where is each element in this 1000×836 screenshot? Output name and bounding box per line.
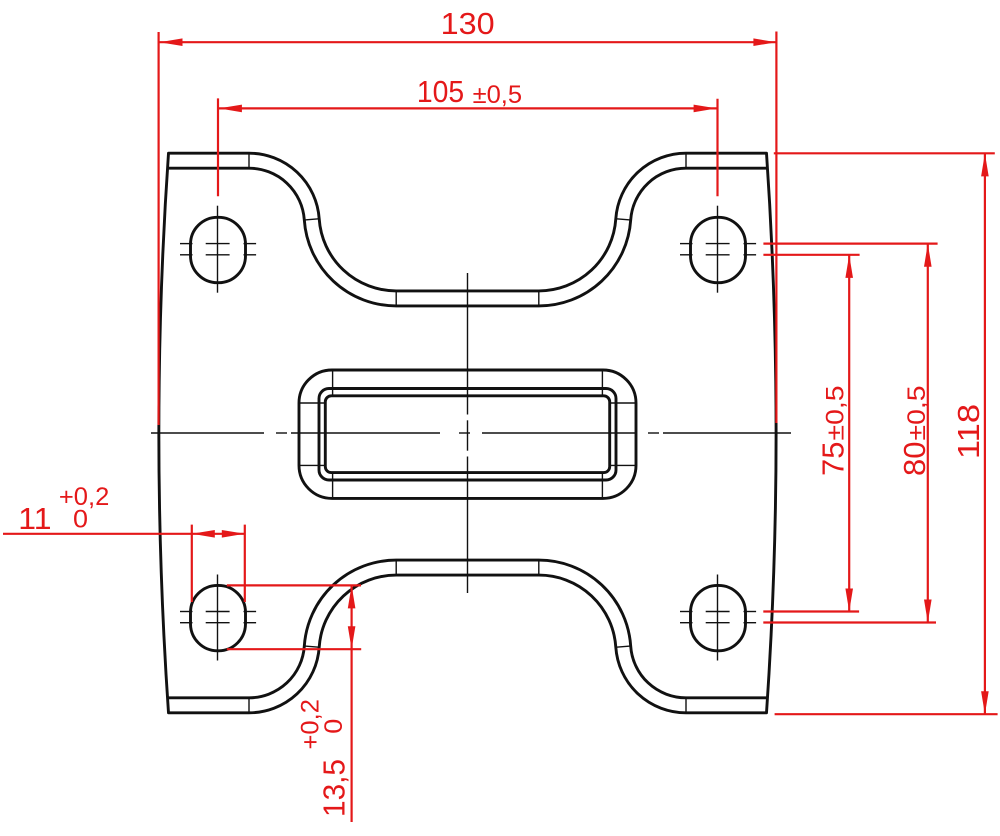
svg-text:118: 118	[951, 404, 986, 459]
svg-text:+0,2: +0,2	[297, 699, 325, 749]
svg-text:80: 80	[897, 442, 932, 476]
svg-text:±0,5: ±0,5	[473, 81, 522, 109]
svg-text:75: 75	[816, 442, 851, 476]
svg-text:11: 11	[18, 501, 51, 536]
svg-text:105: 105	[417, 74, 464, 109]
svg-text:0: 0	[320, 719, 348, 734]
svg-text:0: 0	[73, 505, 88, 533]
svg-text:±0,5: ±0,5	[903, 386, 931, 441]
svg-text:13,5: 13,5	[317, 759, 352, 817]
svg-text:±0,5: ±0,5	[822, 386, 850, 441]
svg-text:+0,2: +0,2	[59, 483, 109, 511]
svg-text:130: 130	[441, 6, 495, 41]
